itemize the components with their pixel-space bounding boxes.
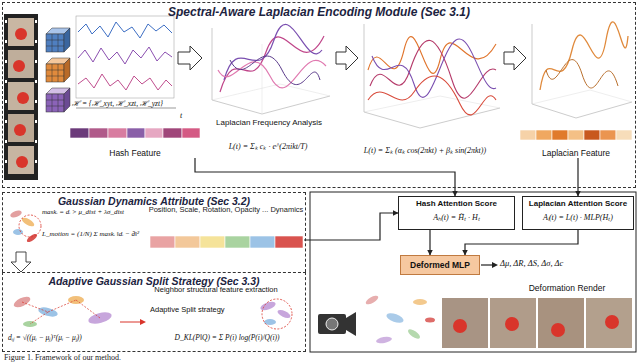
camera-icon [318,312,356,336]
output-arrow [481,262,498,268]
label-text: Δμ, ΔR, ΔS, Δσ, Δc [500,258,563,268]
formula-label: ℋ = {ℋ_xyt, ℋ_xzt, ℋ_yzt} [72,100,176,109]
feature-cells [70,128,200,138]
formula-label: L(t) = Σₖ (αₖ cos(2πkt) + βₖ sin(2πkt)) [342,146,508,155]
label-text: t [180,111,182,120]
formula-label: t [180,111,190,120]
panel-frame [310,192,636,352]
node-title: Spectral-Aware Laplacian Encoding Module… [3,3,635,19]
hash-waveforms [76,16,176,108]
node-formula: Aₗ(t) = L(t) · MLP(Hₜ) [526,211,630,222]
label-text: L(t) = Σₖ (αₖ cos(2πkt) + βₖ sin(2πkt)) [364,146,486,155]
feature-bar: Laplacian Feature [518,128,634,158]
node-title: Position, Scale, Rotation, Opacity ... D… [148,206,304,215]
formula-label: maskᵢ = dᵢ > μ_dist + λσ_dist [42,208,146,216]
node-title: Adaptive Gaussian Split Strategy (Sec 3.… [3,273,305,287]
label-text: L_motion = (1/N) Σ maskᵢ ‖dᵢ − d̄‖² [42,230,139,238]
gaussian-ellipses [9,209,41,272]
label-text: D_KL(P‖Q) = Σ P(i) log(P(i)/Q(i)) [175,333,280,342]
formula-label: L(t) = Σₖ cₖ · e^(2πikt/T) [200,142,336,151]
score-box: Laplacian Attention ScoreAₗ(t) = L(t) · … [522,196,634,230]
flow-connector [577,158,578,196]
text-label: Laplacian Frequency Analysis [204,118,334,127]
text-label: Deformation Render [500,284,634,294]
laplacian-curve-plot [532,22,632,118]
render-frames [442,298,632,348]
formula-label: D_KL(P‖Q) = Σ P(i) log(P(i)/Q(i)) [150,334,304,343]
flow-connector [195,158,455,196]
label-text: Laplacian Frequency Analysis [216,118,322,127]
score-box: Hash Attention ScoreAₕ(t) = H̃ₜ · Hₜ [398,196,515,230]
flow-connector [465,230,578,255]
text-label: Neighbor structural feature extraction [130,286,302,295]
feature-bar: Hash Feature [68,126,202,158]
flow-connector [304,213,398,240]
node-title: Laplacian Attention Score [526,199,630,208]
node-title: Gaussian Dynamics Attribute (Sec 3.2) [3,193,305,207]
label-text: Neighbor structural feature extraction [154,285,277,294]
formula-label: dᵢⱼ = √((μᵢ − μⱼ)ᵀ(μᵢ − μⱼ)) [8,334,146,343]
formula-label: Δμ, ΔR, ΔS, Δσ, Δc [500,259,636,269]
label-text: maskᵢ = dᵢ > μ_dist + λσ_dist [42,208,124,216]
attribute-bar: Position, Scale, Rotation, Opacity ... D… [148,206,304,252]
node-formula: Aₕ(t) = H̃ₜ · Hₜ [402,211,511,222]
label-text: dᵢⱼ = √((μᵢ − μⱼ)ᵀ(μᵢ − μⱼ)) [8,333,82,342]
frequency-plot [212,24,330,114]
label-text: L(t) = Σₖ cₖ · e^(2πikt/T) [229,142,308,151]
gaussian-cloud [364,294,435,344]
formula-label: L_motion = (1/N) Σ maskᵢ ‖dᵢ − d̄‖² [42,230,146,238]
figure-caption: Figure 1. Framework of our method. [4,353,634,363]
node-title: Laplacian Feature [518,148,634,158]
video-frames [4,14,38,180]
label-text: Adaptive Split strategy [150,305,225,314]
flow-connector [429,230,430,255]
label-text: ℋ = {ℋ_xyt, ℋ_xzt, ℋ_yzt} [72,99,163,108]
text-label: Adaptive Split strategy [150,306,250,315]
split-gaussians [12,295,292,329]
hash-grid-cubes [46,28,70,112]
feature-cells [520,130,632,140]
node-title: Deformed MLP [410,260,470,270]
attribute-cells [150,236,303,248]
node-title: Hash Feature [68,148,202,158]
laplacian-plot [364,24,500,128]
node-title: Hash Attention Score [402,199,511,208]
label-text: Deformation Render [529,283,606,293]
module-panel: Spectral-Aware Laplacian Encoding Module… [2,2,636,188]
mlp-box: Deformed MLP [400,255,480,275]
